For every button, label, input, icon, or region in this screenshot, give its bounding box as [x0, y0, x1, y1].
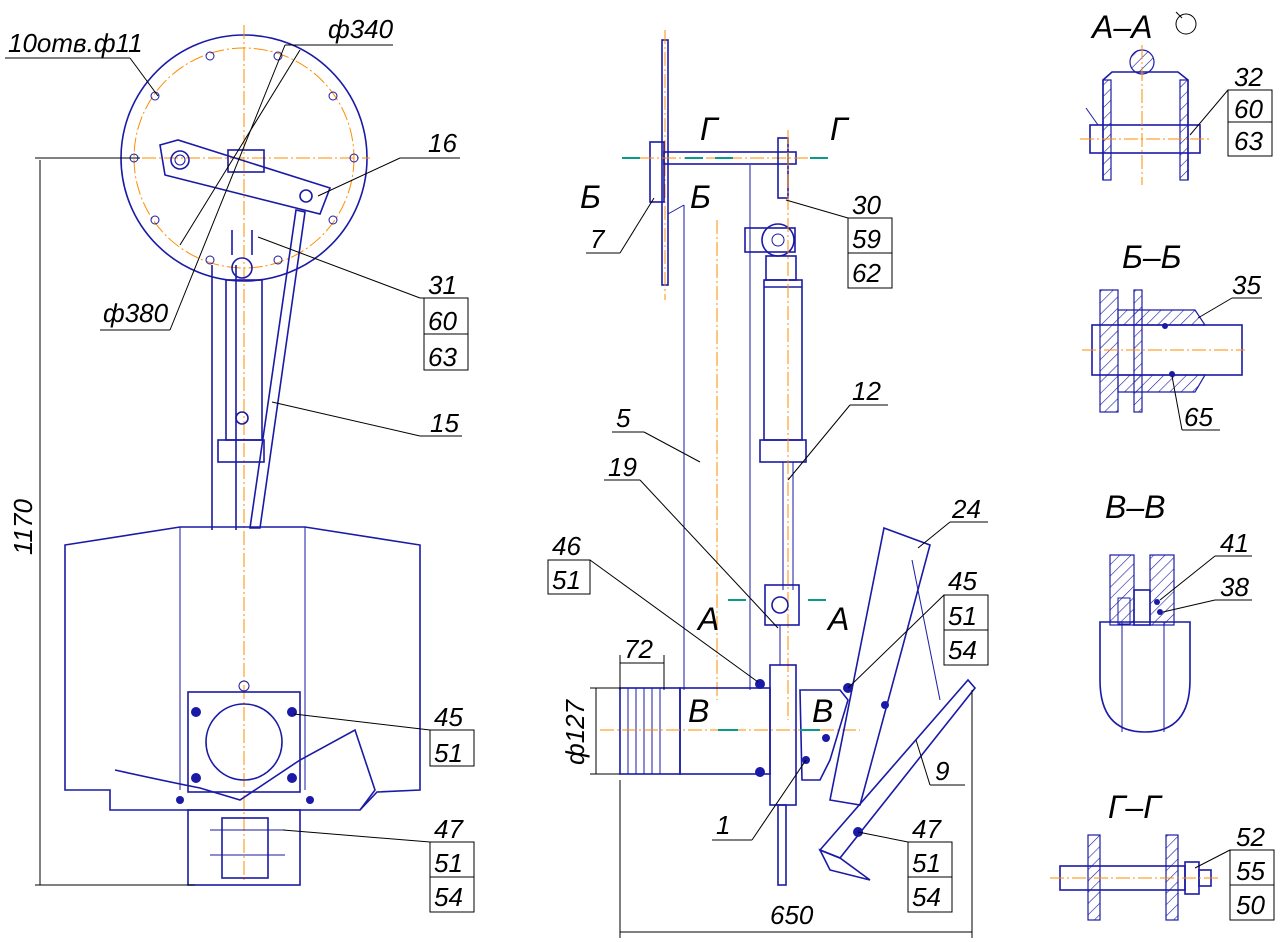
cut-v-right: В — [812, 693, 833, 729]
dia-340-label: ф340 — [328, 14, 394, 44]
callout-31: 31 — [428, 270, 457, 300]
section-aa: А–А 32 60 63 — [1080, 9, 1273, 185]
callout-46: 46 — [552, 531, 581, 561]
section-aa-callout-63: 63 — [1234, 126, 1263, 156]
section-vv: В–В 41 38 — [1099, 489, 1252, 733]
callout-62: 62 — [852, 258, 881, 288]
dim-127: ф127 — [560, 698, 590, 765]
callout-51-mid-b: 51 — [948, 601, 977, 631]
dia-380-label: ф380 — [103, 298, 169, 328]
callout-45-left: 45 — [434, 702, 463, 732]
section-gg-callout-50: 50 — [1236, 890, 1265, 920]
dim-72: 72 — [624, 634, 653, 664]
section-gg-callout-52: 52 — [1236, 822, 1265, 852]
section-aa-title: А–А — [1090, 9, 1152, 45]
callout-51-mid: 51 — [552, 565, 581, 595]
callout-54-mid-b: 54 — [912, 882, 941, 912]
cut-b-right: Б — [690, 179, 711, 215]
cut-a-right: А — [826, 601, 849, 637]
section-aa-callout-60: 60 — [1234, 94, 1263, 124]
holes-note: 10отв.ф11 — [8, 28, 143, 58]
cut-g-left: Г — [700, 111, 720, 147]
callout-51-left-b: 51 — [434, 848, 463, 878]
callout-51-left: 51 — [434, 738, 463, 768]
callout-1: 1 — [716, 810, 730, 840]
callout-60: 60 — [428, 306, 457, 336]
section-aa-callout-32: 32 — [1234, 62, 1263, 92]
callout-45-mid: 45 — [948, 566, 977, 596]
section-bb-callout-65: 65 — [1184, 402, 1213, 432]
section-vv-callout-38: 38 — [1220, 572, 1249, 602]
bolt-holes — [129, 51, 359, 265]
callout-54-mid: 54 — [948, 635, 977, 665]
cut-b-left: Б — [580, 179, 601, 215]
middle-view: Б Б Г Г А А В В 72 ф127 650 7 — [547, 30, 989, 938]
callout-12: 12 — [852, 376, 881, 406]
callout-59: 59 — [852, 224, 881, 254]
cut-v-left: В — [688, 693, 709, 729]
callout-7: 7 — [590, 224, 606, 254]
section-gg-title: Г–Г — [1108, 789, 1163, 825]
section-bb-callout-35: 35 — [1232, 270, 1261, 300]
callout-47-mid: 47 — [912, 814, 942, 844]
callout-19: 19 — [608, 452, 637, 482]
callout-5: 5 — [616, 403, 631, 433]
callout-54-left: 54 — [434, 882, 463, 912]
left-view: 1170 ф340 ф380 10отв.ф11 16 31 60 63 15 … — [5, 14, 475, 913]
callout-15: 15 — [430, 408, 459, 438]
cut-g-right: Г — [830, 111, 850, 147]
callout-9: 9 — [935, 756, 949, 786]
section-gg: Г–Г 52 55 50 — [1050, 789, 1275, 921]
section-vv-callout-41: 41 — [1220, 528, 1249, 558]
cut-a-left: А — [696, 601, 719, 637]
callout-30: 30 — [852, 190, 881, 220]
section-vv-title: В–В — [1105, 489, 1165, 525]
height-dimension: 1170 — [8, 499, 38, 555]
callout-63: 63 — [428, 342, 457, 372]
section-bb: Б–Б 35 65 — [1082, 239, 1262, 432]
callout-47-left: 47 — [434, 814, 464, 844]
section-gg-callout-55: 55 — [1236, 856, 1265, 886]
dim-650: 650 — [770, 900, 814, 930]
callout-16: 16 — [428, 128, 457, 158]
section-bb-title: Б–Б — [1122, 239, 1181, 275]
callout-24: 24 — [951, 494, 981, 524]
callout-51-mid-c: 51 — [912, 848, 941, 878]
